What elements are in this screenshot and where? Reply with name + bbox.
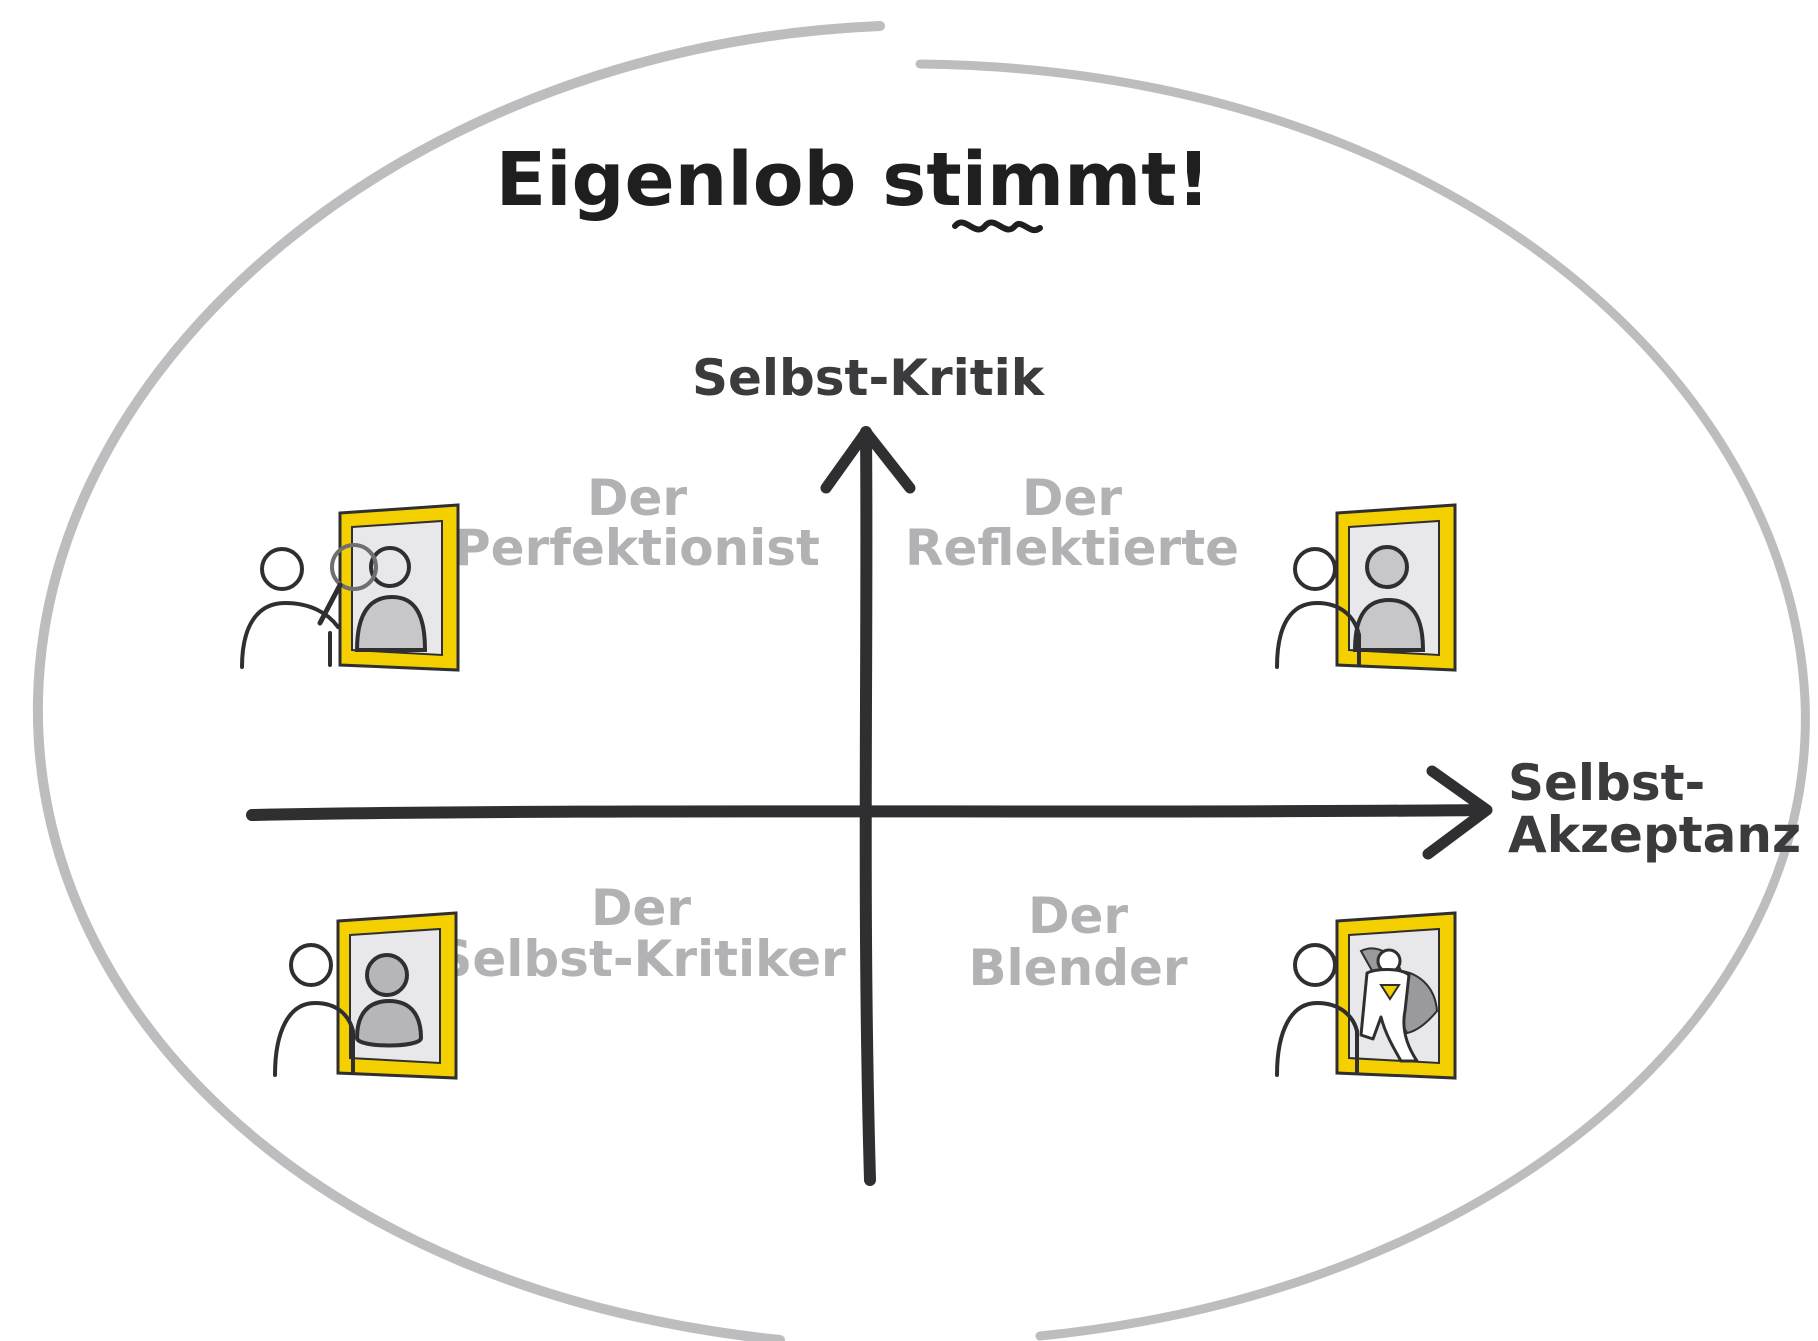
vertical-axis-arrowhead xyxy=(820,426,916,494)
person-mirror-magnifier-icon xyxy=(240,503,460,672)
axis-label-selbst-kritik: Selbst-Kritik xyxy=(692,349,1046,407)
quadrant-bottom-right-line2: Blender xyxy=(968,939,1187,997)
quadrant-top-left-line1: Der xyxy=(587,469,687,527)
outer-ellipse xyxy=(32,21,1810,1341)
axis-label-akzeptanz: Akzeptanz xyxy=(1508,806,1801,864)
quadrant-bottom-left-line2: Selbst-Kritiker xyxy=(436,930,846,988)
person-mirror-superhero-icon xyxy=(1275,911,1457,1080)
title-underline-squiggle xyxy=(952,219,1043,233)
diagram-title: Eigenlob stimmt! xyxy=(496,137,1211,223)
horizontal-axis-arrowhead xyxy=(1422,765,1493,860)
axis-label-selbst: Selbst- xyxy=(1508,754,1705,812)
person-mirror-grey-reflection-icon xyxy=(273,911,458,1080)
quadrant-top-right-line2: Reflektierte xyxy=(905,519,1239,577)
quadrant-bottom-right-line1: Der xyxy=(1028,887,1128,945)
vertical-axis xyxy=(859,426,876,1186)
person-mirror-icon xyxy=(1275,503,1457,672)
horizontal-axis xyxy=(246,804,1491,821)
axes xyxy=(246,426,1493,1186)
quadrant-bottom-left-line1: Der xyxy=(591,879,691,937)
quadrant-top-right-line1: Der xyxy=(1022,469,1122,527)
quadrant-top-left-line2: Perfektionist xyxy=(454,519,820,577)
